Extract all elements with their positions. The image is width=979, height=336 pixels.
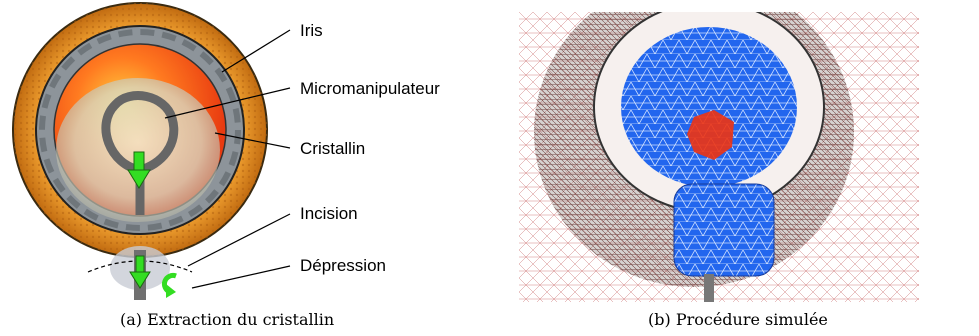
panel-b-simulation xyxy=(519,12,919,302)
caption-a: (a) Extraction du cristallin xyxy=(120,310,334,329)
rotation-arrow-icon xyxy=(164,275,176,298)
lens-mesh xyxy=(621,27,797,187)
shaft xyxy=(704,274,714,302)
instrument-mesh xyxy=(674,184,774,276)
panel-a-lens-extraction: Iris Micromanipulateur Cristallin Incisi… xyxy=(0,0,500,336)
label-iris: Iris xyxy=(300,21,323,40)
panel-a-diagram: Iris Micromanipulateur Cristallin Incisi… xyxy=(0,0,500,310)
label-cristallin: Cristallin xyxy=(300,139,365,158)
label-micromanipulateur: Micromanipulateur xyxy=(300,79,440,98)
panel-b-render xyxy=(519,12,919,302)
caption-b: (b) Procédure simulée xyxy=(648,310,828,329)
label-incision: Incision xyxy=(300,204,358,223)
label-depression: Dépression xyxy=(300,256,386,275)
